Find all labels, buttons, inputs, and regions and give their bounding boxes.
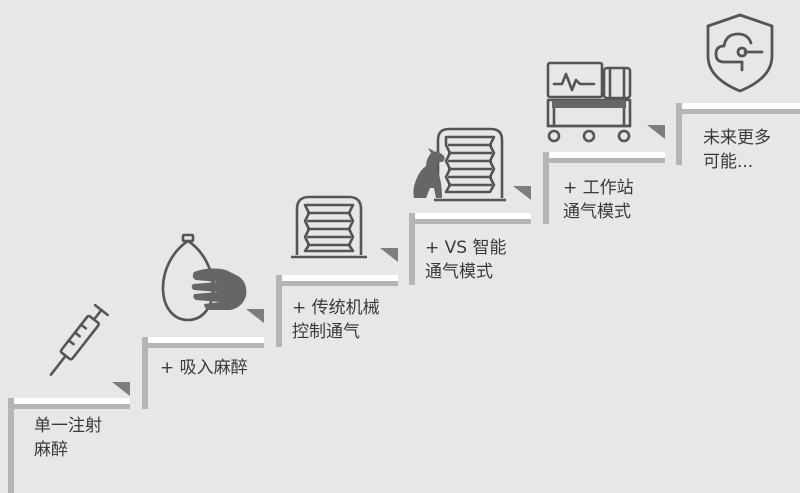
breathing-bag-hand-icon — [161, 233, 247, 322]
anesthesia-workstation-icon — [546, 61, 632, 143]
stair-step-6 — [676, 103, 800, 165]
dog-silhouette — [413, 148, 445, 198]
stair-corner-marker — [513, 186, 531, 200]
step-label-more-possibilities: 未来更多 可能... — [703, 128, 771, 172]
stair-step-2 — [142, 309, 264, 409]
stair-corner-marker — [647, 125, 665, 139]
stair-step-3 — [276, 248, 398, 347]
syringe-icon — [49, 303, 109, 376]
step-label-workstation-ventilation: + 工作站 通气模式 — [563, 178, 634, 222]
bellows-icon — [291, 195, 367, 259]
shield-cloud-icon — [706, 13, 774, 93]
step-label-vs-smart-ventilation: + VS 智能 通气模式 — [425, 238, 507, 282]
stair-corner-marker — [380, 248, 398, 262]
bellows-dog-icon — [413, 127, 506, 202]
stair-step-1 — [8, 382, 130, 493]
step-label-single-injection: 单一注射 麻醉 — [34, 416, 102, 460]
step-label-inhalation: + 吸入麻醉 — [160, 358, 248, 378]
stair-step-4 — [409, 186, 531, 285]
stair-corner-marker — [112, 382, 130, 396]
stair-step-5 — [543, 125, 665, 224]
step-label-traditional-ventilation: + 传统机械 控制通气 — [292, 298, 380, 342]
stair-corner-marker — [246, 309, 264, 323]
